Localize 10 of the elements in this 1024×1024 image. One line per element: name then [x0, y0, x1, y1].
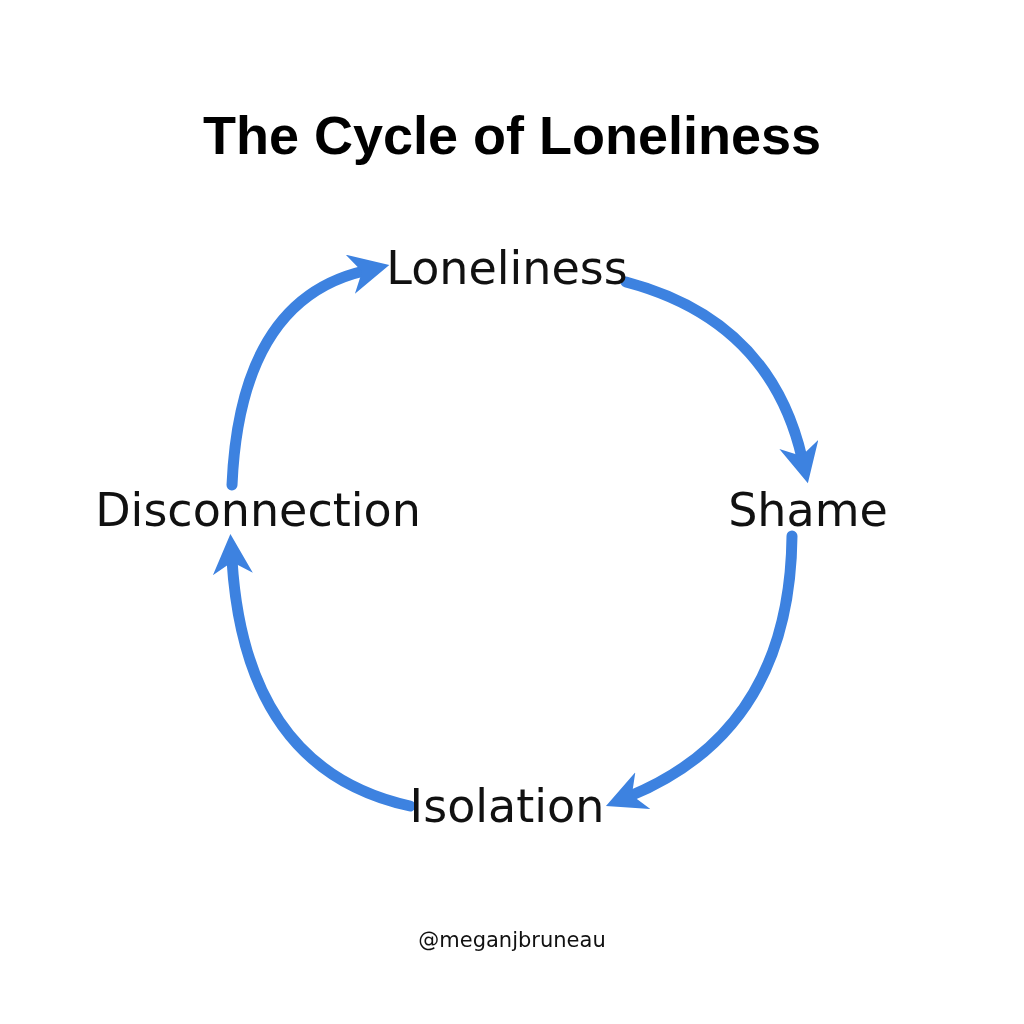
- curved-arrow: [620, 276, 818, 484]
- cycle-stage-label: Isolation: [409, 780, 605, 832]
- curved-arrow: [606, 530, 798, 809]
- cycle-stage-label: Disconnection: [95, 484, 421, 536]
- cycle-stage-label: Shame: [728, 484, 888, 536]
- title: The Cycle of Loneliness: [201, 104, 823, 166]
- curved-arrow: [226, 255, 389, 491]
- curved-arrow: [213, 534, 416, 812]
- cycle-stage-label: Loneliness: [386, 242, 628, 294]
- author-handle: @meganjbruneau: [418, 928, 606, 952]
